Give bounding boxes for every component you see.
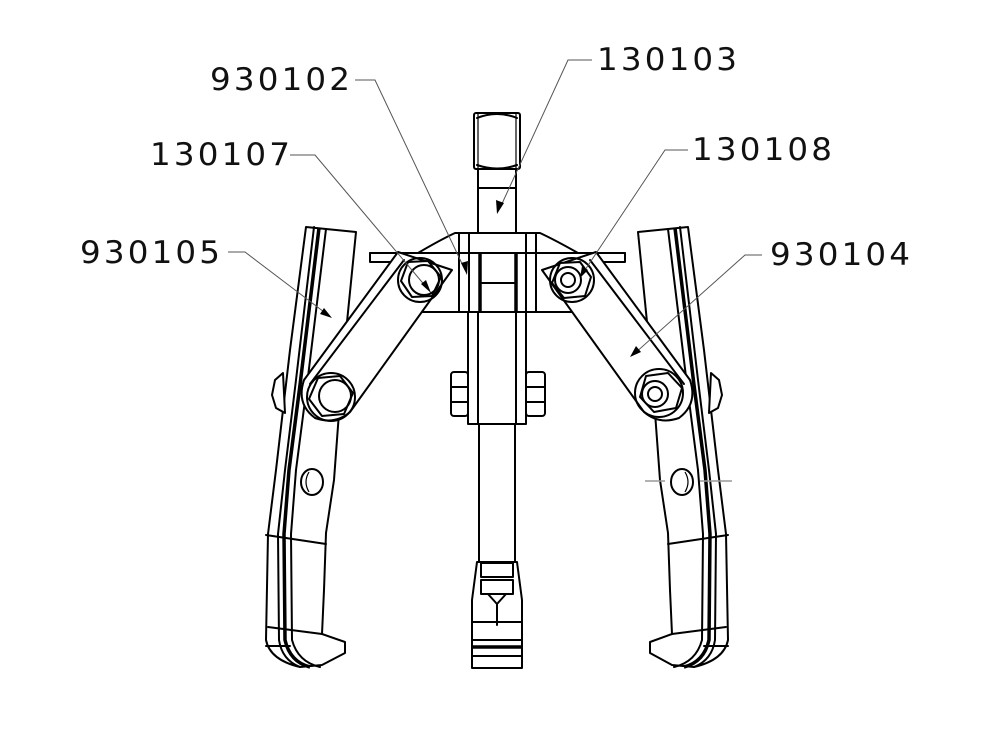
callout-130107: 130107 <box>150 137 294 173</box>
callout-930104: 930104 <box>770 237 914 273</box>
left-jaw <box>265 226 357 669</box>
callout-130108: 130108 <box>692 132 836 168</box>
callout-130103: 130103 <box>597 42 741 78</box>
callout-930102: 930102 <box>210 62 354 98</box>
leader-lines <box>228 59 762 357</box>
callout-930105: 930105 <box>80 235 224 271</box>
right-jaw <box>637 226 732 669</box>
right-link-arm <box>541 251 694 422</box>
left-link-arm <box>300 251 453 422</box>
